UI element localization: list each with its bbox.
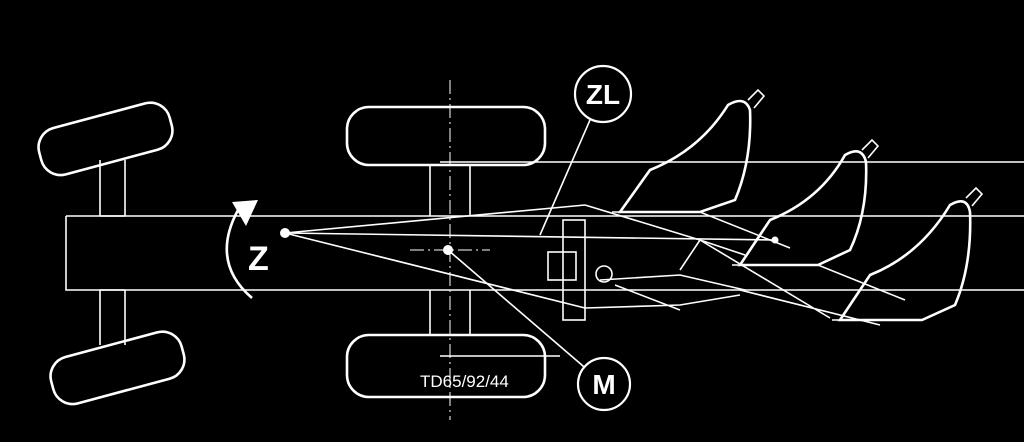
- callout-zl-label: ZL: [586, 79, 620, 110]
- front-axle-joins: [100, 215, 125, 291]
- front-left-wheel: [37, 101, 174, 177]
- mouldboard-3: [837, 200, 972, 322]
- landside-2: [861, 138, 880, 159]
- callout-m-circle: [576, 356, 632, 412]
- rear-axle: [345, 80, 547, 420]
- front-axle: [37, 101, 186, 406]
- line-pull-ZL: [284, 232, 776, 241]
- plough-beam: [699, 239, 881, 326]
- plough-body-1: [612, 88, 791, 249]
- landside-1: [747, 88, 766, 109]
- mouldboard-1: [617, 99, 752, 214]
- rotation-label: Z: [248, 240, 269, 278]
- rear-frame-lines: [440, 161, 1024, 357]
- rear-axle-struts: [429, 165, 471, 335]
- callout-m: M: [576, 356, 632, 412]
- rotation-arc: [225, 209, 253, 299]
- leader-m: [447, 249, 591, 373]
- hitch-braces: [614, 239, 701, 311]
- hitch-mast: [562, 219, 586, 321]
- rear-top-wheel: [345, 105, 547, 167]
- mouldboard-2: [737, 150, 868, 267]
- plough-body-3: [832, 186, 984, 322]
- share-2: [732, 264, 906, 301]
- hitch-block: [547, 251, 577, 281]
- rotation-arrowhead: [232, 200, 258, 226]
- rotation-arrow: Z: [225, 200, 269, 299]
- callout-zl-circle: [573, 64, 633, 124]
- callout-zl: ZL: [573, 64, 633, 124]
- hitch-pin: [595, 265, 613, 283]
- tractor-frame: [65, 161, 1024, 357]
- drawing-code: TD65/92/44: [420, 372, 509, 391]
- rear-bottom-wheel: [345, 333, 547, 399]
- plough-bodies: [612, 88, 984, 326]
- front-axle-struts: [99, 160, 126, 345]
- hitch-linkage: [547, 204, 746, 321]
- line-lower-link: [284, 232, 586, 309]
- force-lines: [280, 119, 779, 373]
- plough-body-2: [732, 138, 906, 301]
- front-right-wheel: [49, 330, 186, 406]
- line-upper-link: [284, 204, 586, 234]
- landside-3: [965, 186, 984, 207]
- frame-outline: [65, 215, 1024, 291]
- callout-m-label: M: [592, 369, 615, 400]
- leader-zl: [539, 119, 591, 236]
